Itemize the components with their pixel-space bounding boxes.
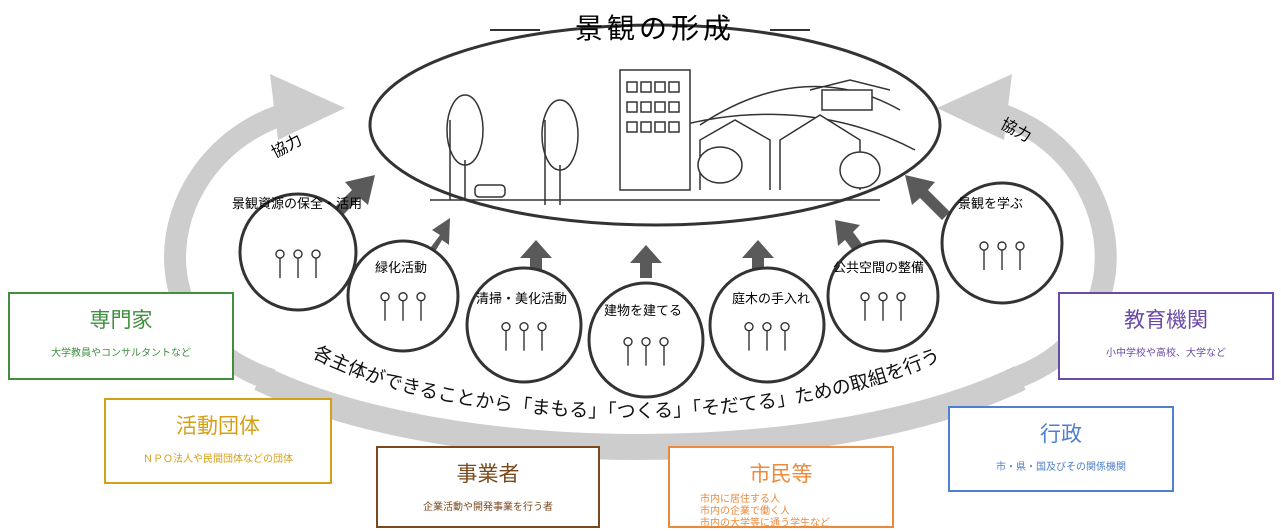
- activity-label: 清掃・美化活動: [476, 291, 567, 307]
- activity-circle: [940, 181, 1064, 305]
- actor-box-government: 行政 市・県・国及びその関係機関: [948, 406, 1174, 492]
- actor-subtitle-line: 市内の大学等に通う学生など: [700, 518, 830, 529]
- shrine-people-icon: [275, 249, 321, 279]
- classroom-icon: [979, 241, 1025, 270]
- activity-circle: [708, 266, 826, 384]
- activity-circle: [587, 281, 705, 399]
- cleaning-icon: [501, 321, 547, 351]
- gardening-icon: [744, 321, 790, 351]
- activity-arrows: [330, 175, 950, 278]
- cooperation-arc-bottom: [254, 366, 1026, 460]
- activity-label: 建物を建てる: [604, 304, 682, 319]
- actor-box-citizens: 市民等 市内に居住する人 市内の企業で働く人 市内の大学等に通う学生など: [668, 446, 894, 530]
- activity-label: 景観を学ぶ: [958, 196, 1023, 212]
- activity-5: 庭木の手入れ: [708, 266, 826, 384]
- actor-box-education: 教育機関 小中学校や高校、大学など: [1058, 292, 1274, 380]
- trees-icon: [860, 292, 906, 321]
- actor-title: 行政: [1040, 422, 1082, 446]
- meeting-icon: [623, 336, 669, 366]
- actor-subtitle: ＮＰＯ法人や民間団体などの団体: [143, 454, 293, 465]
- actor-subtitle-line: 市内の企業で働く人: [700, 506, 790, 517]
- actor-title: 市民等: [749, 462, 813, 486]
- actor-subtitle-line: 市内に居住する人: [700, 494, 780, 505]
- activity-label: 緑化活動: [375, 261, 427, 276]
- cooperation-label-left: 協力: [268, 130, 305, 162]
- activity-circle: [465, 266, 583, 384]
- actor-subtitle: 市・県・国及びその関係機関: [996, 462, 1126, 473]
- activity-6: 公共空間の整備: [826, 239, 940, 353]
- activity-circle: [238, 192, 358, 312]
- activity-3: 清掃・美化活動: [465, 266, 583, 384]
- actor-subtitle: 大学教員やコンサルタントなど: [51, 348, 191, 359]
- cooperation-arrowhead-right: [937, 74, 1012, 140]
- actor-title: 活動団体: [176, 414, 260, 438]
- activity-label: 景観資源の保全・活用: [232, 196, 362, 212]
- actor-subtitle: 市内に居住する人 市内の企業で働く人 市内の大学等に通う学生など: [670, 494, 892, 530]
- actor-subtitle: 企業活動や開発事業を行う者: [423, 502, 553, 513]
- activity-circle: [826, 239, 940, 353]
- actor-box-businesses: 事業者 企業活動や開発事業を行う者: [376, 446, 600, 528]
- cooperation-arrowhead-left: [270, 74, 345, 140]
- activity-7: 景観を学ぶ: [940, 181, 1064, 305]
- activity-1: 景観資源の保全・活用: [232, 192, 362, 312]
- actor-box-experts: 専門家 大学教員やコンサルタントなど: [8, 292, 234, 380]
- activity-label: 公共空間の整備: [833, 260, 924, 276]
- actor-title: 事業者: [456, 462, 520, 486]
- actor-title: 教育機関: [1124, 308, 1208, 332]
- tree-planting-icon: [380, 292, 426, 321]
- actor-title: 専門家: [89, 308, 153, 332]
- activity-2: 緑化活動: [346, 239, 460, 353]
- actor-box-groups: 活動団体 ＮＰＯ法人や民間団体などの団体: [104, 398, 332, 484]
- activity-label: 庭木の手入れ: [732, 291, 810, 307]
- actor-subtitle: 小中学校や高校、大学など: [1106, 348, 1226, 359]
- activity-circle: [346, 239, 460, 353]
- landscape-illustration: [430, 69, 916, 205]
- main-title: 景観の形成: [575, 12, 735, 45]
- activity-4: 建物を建てる: [587, 281, 705, 399]
